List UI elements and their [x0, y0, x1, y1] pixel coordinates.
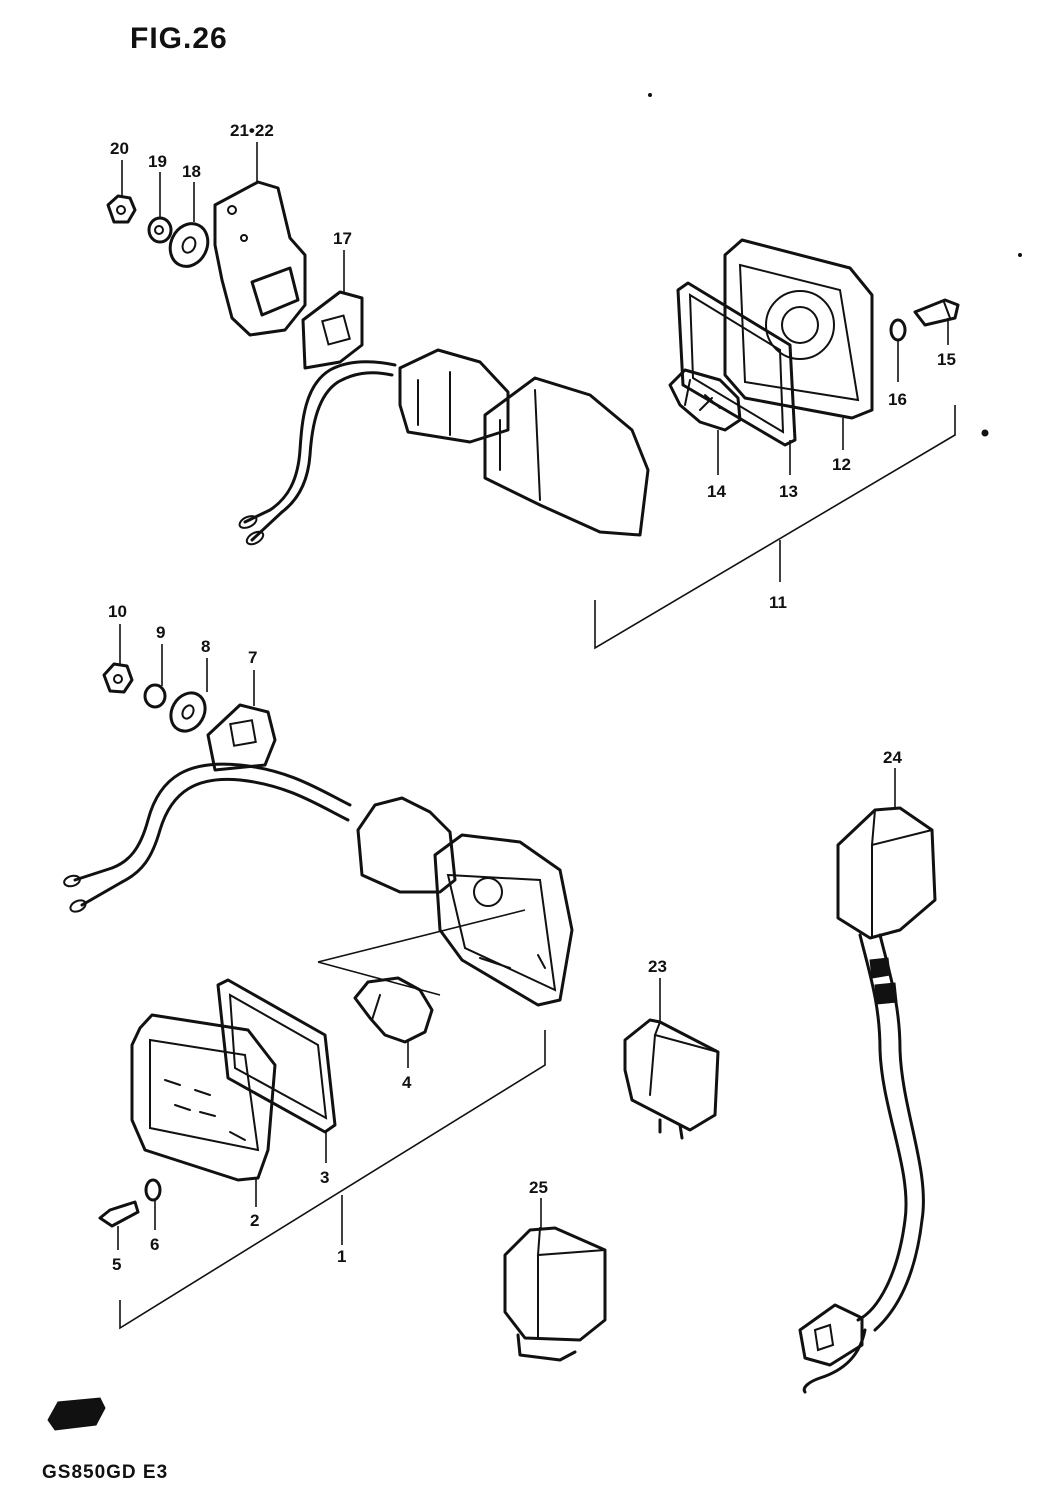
- upper-wire-harness: [238, 360, 397, 546]
- callout-7: 7: [248, 648, 257, 667]
- callout-13: 13: [779, 482, 798, 501]
- lock-washer-9: [143, 683, 167, 709]
- lens-2: [130, 1013, 277, 1182]
- leader-lines: [117, 142, 949, 1250]
- callout-11: 11: [769, 593, 787, 612]
- callout-1: 1: [337, 1247, 346, 1266]
- lower-turn-signal-assembly: [63, 662, 574, 1228]
- lower-wire-harness: [63, 762, 352, 913]
- relay-24-with-harness: [798, 806, 937, 1394]
- upper-signal-housing: [398, 348, 650, 537]
- callout-14: 14: [707, 482, 726, 501]
- lock-washer-19: [147, 216, 173, 244]
- callout-24: 24: [883, 748, 902, 767]
- grommet-7: [206, 703, 277, 772]
- nut-10: [102, 662, 134, 694]
- bracket-21-22: [213, 180, 307, 337]
- callout-17: 17: [333, 229, 352, 248]
- callout-18: 18: [182, 162, 201, 181]
- callout-8: 8: [201, 637, 210, 656]
- callout-15: 15: [937, 350, 956, 369]
- lens-12: [723, 238, 874, 420]
- callout-19: 19: [148, 152, 167, 171]
- callout-4: 4: [402, 1073, 412, 1092]
- scan-specks: [648, 93, 1022, 437]
- washer-8: [169, 691, 207, 733]
- callout-2: 2: [250, 1211, 259, 1230]
- callout-16: 16: [888, 390, 907, 409]
- nut-20: [106, 194, 137, 224]
- washer-18: [168, 222, 210, 268]
- relay-23: [623, 1018, 720, 1140]
- washer-6: [144, 1178, 162, 1202]
- gasket-13: [676, 281, 797, 447]
- callout-6: 6: [150, 1235, 159, 1254]
- bulb-4: [317, 909, 526, 1044]
- assembly-bracket-1: [119, 1030, 546, 1330]
- assembly-bracket-11: [594, 405, 956, 650]
- upper-turn-signal-assembly: [106, 180, 960, 546]
- callout-21-22: 21•22: [230, 121, 274, 140]
- gasket-3: [216, 978, 337, 1134]
- grommet-17: [301, 290, 364, 370]
- screw-15: [913, 298, 960, 327]
- figure-title: FIG.26: [130, 22, 228, 55]
- callout-9: 9: [156, 623, 165, 642]
- callout-3: 3: [320, 1168, 329, 1187]
- washer-16: [889, 318, 907, 342]
- callout-23: 23: [648, 957, 667, 976]
- manufacturer-logo: [47, 1397, 106, 1431]
- callout-20: 20: [110, 139, 129, 158]
- lower-signal-housing: [356, 796, 574, 1007]
- callout-10: 10: [108, 602, 127, 621]
- model-code: GS850GD E3: [42, 1462, 168, 1483]
- callout-5: 5: [112, 1255, 121, 1274]
- callout-labels: 20 19 18 21•22 17 16 15 12 13 14 11 10 9…: [108, 121, 956, 1274]
- callout-12: 12: [832, 455, 851, 474]
- bulb-14: [668, 368, 742, 432]
- callout-25: 25: [529, 1178, 548, 1197]
- screw-5: [98, 1200, 140, 1228]
- relay-25: [503, 1226, 607, 1362]
